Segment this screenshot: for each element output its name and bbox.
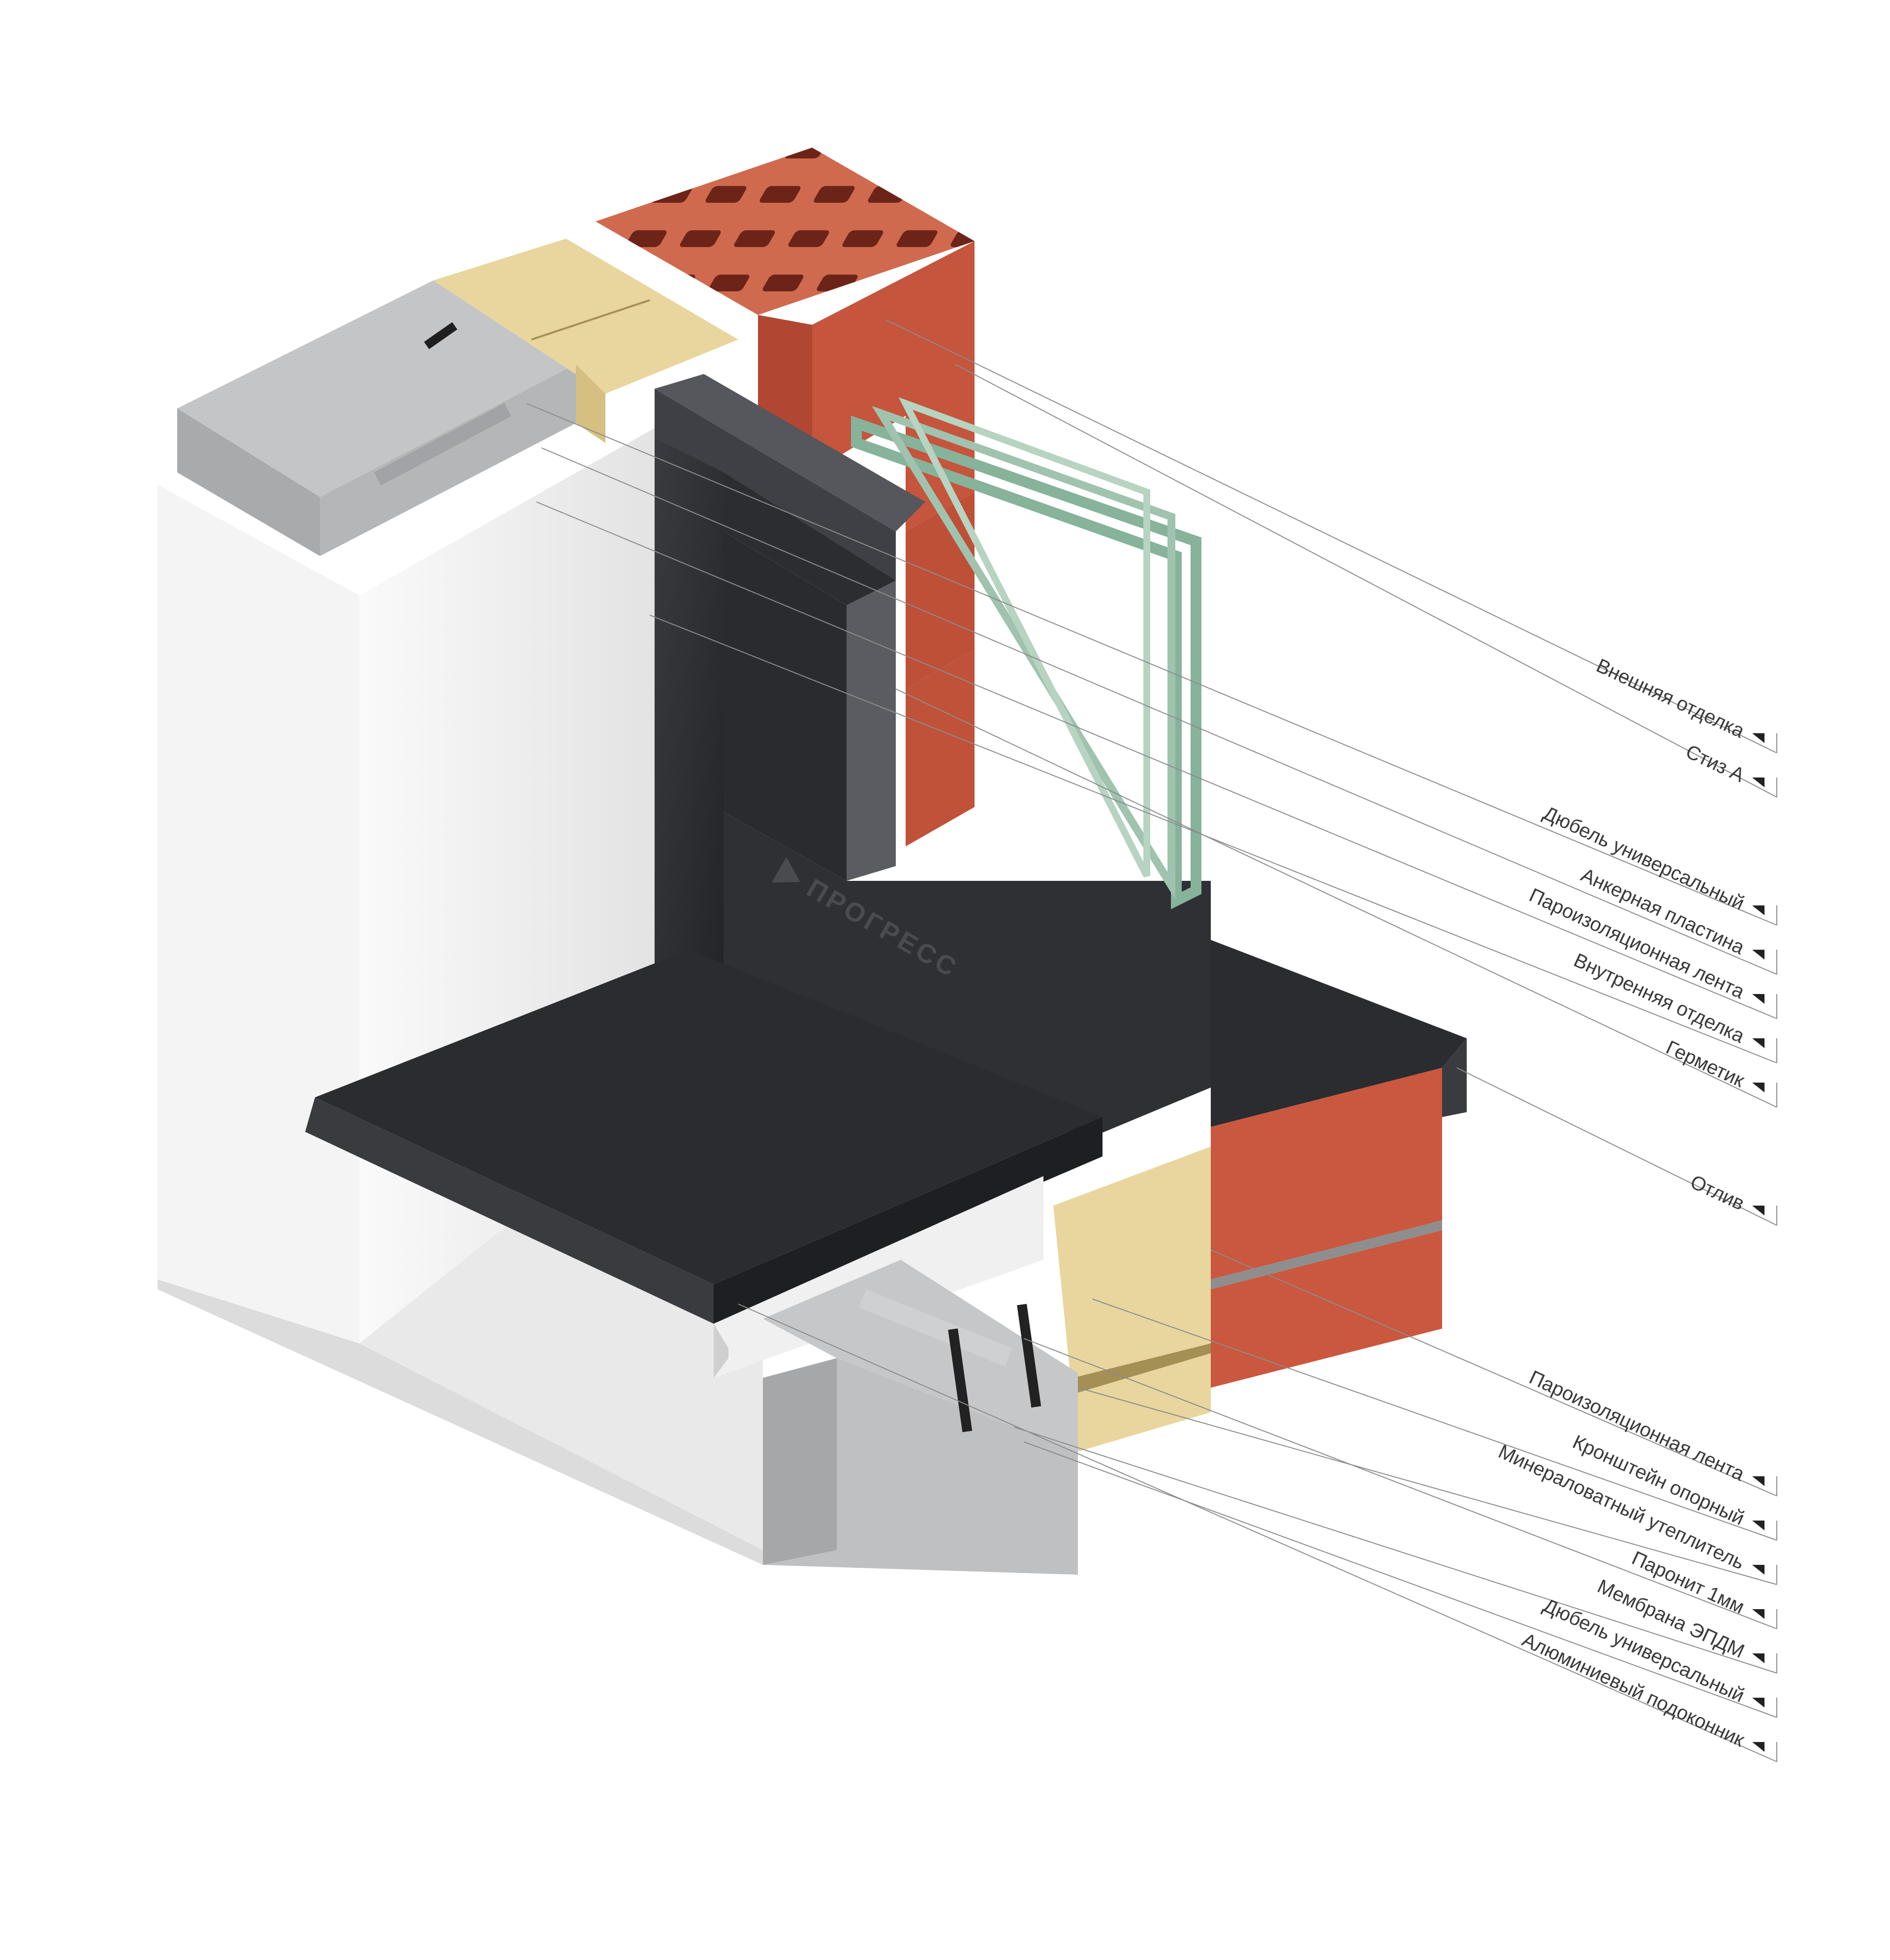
marker-icon [1752,778,1777,797]
label-drip: Отлив [1687,1171,1748,1214]
label-stiz-a: Стиз А [1682,741,1748,786]
leaders-bottom [738,1249,1777,1762]
marker-icon [1752,1698,1777,1717]
insulation-bottom [1053,1147,1211,1452]
marker-icon [1752,994,1777,1019]
marker-icon [1752,1742,1777,1762]
concrete-block-bottom [763,1260,1078,1575]
label-markers [1752,733,1777,1762]
labels-bottom: Пароизоляционная лента Кронштейн опорный… [1495,1367,1748,1751]
labels-top: Внешняя отделка Стиз А Дюбель универсаль… [1526,654,1748,1214]
concrete-block-top [177,280,576,556]
marker-icon [1752,1653,1777,1673]
marker-icon [1752,1476,1777,1496]
marker-icon [1752,1609,1777,1629]
marker-icon [1752,905,1777,925]
brick-bottom [1211,1068,1442,1388]
drip-flashing [1211,940,1467,1127]
brick-top [596,148,975,846]
marker-icon [1752,733,1777,753]
marker-icon [1752,950,1777,974]
insulation-top [433,239,738,443]
marker-icon [1752,1521,1777,1540]
label-external-finish: Внешняя отделка [1593,654,1748,742]
leaders-top [526,319,1777,1226]
marker-icon [1752,1038,1777,1063]
marker-icon [1752,1565,1777,1585]
marker-icon [1752,1206,1777,1225]
glass-unit [851,397,1201,909]
marker-icon [1752,1083,1777,1107]
